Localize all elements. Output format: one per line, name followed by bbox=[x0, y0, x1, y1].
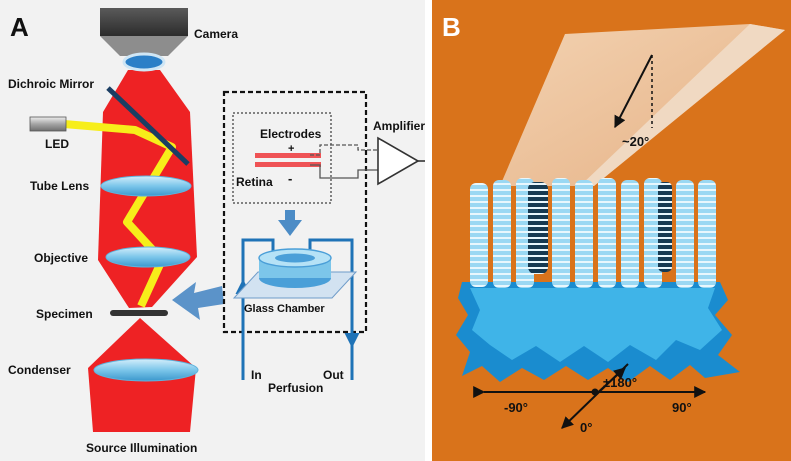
electrode-wire-minus bbox=[310, 164, 378, 179]
electrode-inset-box bbox=[232, 112, 332, 204]
outer-segment bbox=[575, 180, 593, 288]
outer-segment-dark bbox=[658, 182, 672, 272]
camera bbox=[100, 8, 188, 72]
amplifier-label: Amplifier bbox=[373, 119, 425, 133]
condenser-lens bbox=[93, 358, 199, 382]
chamber-well bbox=[275, 253, 315, 263]
led-label: LED bbox=[45, 137, 69, 151]
retina-strip-bottom bbox=[255, 162, 321, 167]
specimen-arrow-icon bbox=[172, 282, 224, 320]
amplifier-icon bbox=[377, 136, 420, 186]
electrode-wire-plus bbox=[310, 144, 378, 156]
outer-segment bbox=[493, 180, 511, 288]
photoreceptor-layer bbox=[456, 178, 740, 382]
plus-minus-180-label: ±180° bbox=[603, 375, 637, 390]
plus-90-label: 90° bbox=[672, 400, 692, 415]
bipolar-cell-highlight bbox=[470, 288, 722, 362]
zero-label: 0° bbox=[580, 420, 592, 435]
outer-segment bbox=[644, 178, 662, 288]
outer-segment bbox=[698, 180, 716, 288]
dichroic-mirror-label: Dichroic Mirror bbox=[8, 77, 94, 91]
objective-label: Objective bbox=[34, 251, 88, 265]
in-label: In bbox=[251, 368, 262, 382]
outer-segment bbox=[598, 178, 616, 288]
specimen-slide bbox=[110, 310, 168, 316]
plus-sign: + bbox=[288, 143, 294, 155]
outer-segment bbox=[676, 180, 694, 288]
rotation-origin bbox=[591, 388, 599, 396]
source-illumination-label: Source Illumination bbox=[86, 441, 197, 455]
down-arrow-icon bbox=[278, 210, 302, 236]
specimen-label: Specimen bbox=[36, 307, 93, 321]
camera-body bbox=[100, 8, 188, 36]
condenser-label: Condenser bbox=[8, 363, 71, 377]
objective-lens bbox=[105, 246, 191, 268]
out-label: Out bbox=[323, 368, 344, 382]
camera-taper bbox=[100, 36, 188, 56]
glass-slide-edge bbox=[580, 24, 785, 186]
recording-rig-box bbox=[222, 90, 368, 334]
retina-label: Retina bbox=[236, 175, 273, 189]
tilt-angle-label: ~20° bbox=[622, 134, 649, 149]
outer-segment bbox=[552, 178, 570, 288]
dichroic-mirror bbox=[106, 86, 190, 166]
camera-lens-icon bbox=[122, 52, 166, 72]
panel-b-letter: B bbox=[442, 12, 461, 42]
minus-90-label: -90° bbox=[504, 400, 528, 415]
perfusion-label: Perfusion bbox=[268, 381, 323, 395]
tube-lens-label: Tube Lens bbox=[30, 179, 89, 193]
electrodes-label: Electrodes bbox=[260, 127, 322, 141]
glass-chamber-label: Glass Chamber bbox=[244, 303, 325, 315]
panel-divider bbox=[425, 0, 432, 461]
panel-a-background bbox=[0, 0, 425, 461]
retina-strip-top bbox=[255, 153, 321, 158]
panel-a: A Camera Dichroic Mirror LED Tube Lens O… bbox=[0, 0, 425, 461]
panel-b: B ~20° bbox=[432, 0, 791, 461]
minus-sign: - bbox=[288, 171, 292, 186]
outer-segment bbox=[621, 180, 639, 288]
camera-label: Camera bbox=[194, 27, 238, 41]
tube-lens bbox=[100, 175, 192, 197]
outer-segment-dark bbox=[528, 182, 548, 274]
rotation-axis-180 bbox=[594, 367, 626, 396]
perfusion-out-line bbox=[308, 238, 354, 332]
tilt-arrow bbox=[614, 54, 653, 129]
outer-segment bbox=[470, 183, 488, 287]
led-source bbox=[29, 116, 67, 132]
panel-a-letter: A bbox=[10, 12, 29, 42]
